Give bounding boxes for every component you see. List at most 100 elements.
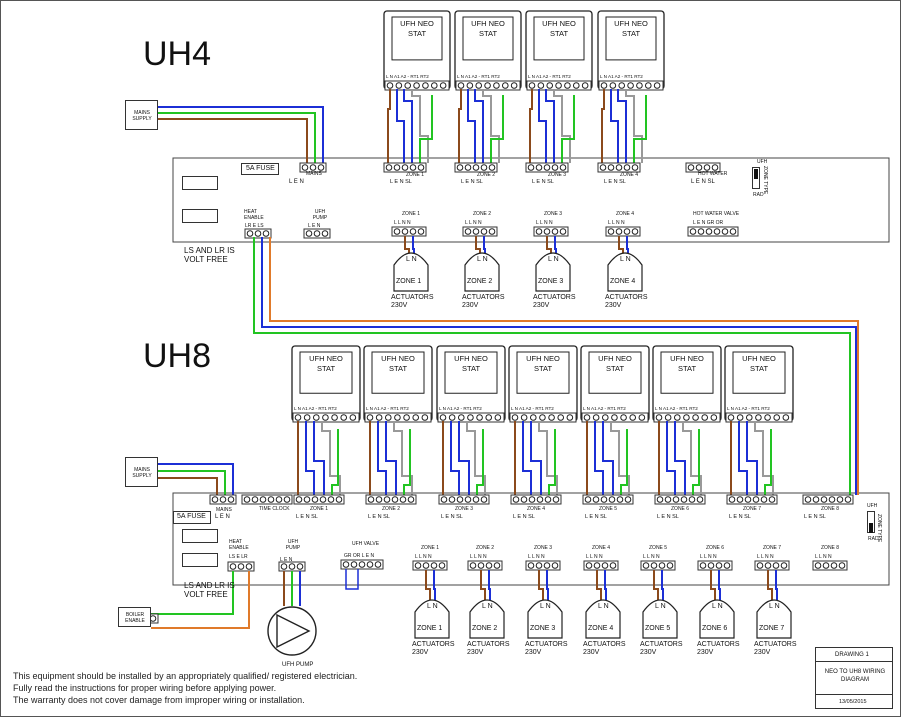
uh8-zone5-actuator-label: ACTUATORS 230V	[640, 641, 683, 656]
uh8-timeclock-terminal-screw	[243, 496, 251, 503]
uh8-zone7-neostat-terminal-screw	[764, 414, 771, 421]
uh8-zone6-neostat-terminal-screw	[701, 414, 709, 421]
uh4-zone2-wire-earth	[490, 95, 504, 163]
uh8-timeclock-label: TIME CLOCK	[259, 506, 290, 512]
uh8-mains-terminal-label: MAINS	[216, 507, 232, 513]
uh4-zone1-zone-terminal-label: ZONE 1	[406, 172, 425, 178]
uh8-zone1-actuator-head	[414, 599, 450, 639]
uh8-zone6-actuator-terminal-screw	[699, 562, 707, 569]
uh8-zone-type-switch[interactable]	[867, 511, 875, 533]
uh8-zone2-actuator-wire-neutral	[488, 570, 491, 601]
uh8-zone6-neostat-pins: L N A1 A2 - RT1 RT2	[655, 406, 698, 411]
uh8-zone6-actuator-ln: L N	[712, 603, 723, 610]
uh8-zone7-zone-terminal-screw	[744, 496, 752, 503]
footer-line-3: The warranty does not cover damage from …	[13, 695, 305, 705]
uh8-zone6-neostat-terminal-screw	[664, 414, 672, 421]
uh8-zone5-wire-neutral	[594, 421, 604, 495]
uh8-zone8-terminal-screw	[828, 496, 836, 503]
uh8-zone2-wire-neutral	[377, 421, 387, 495]
uh8-zone1-neostat-label: UFH NEO STAT	[309, 354, 343, 373]
uh4-hot-water-valve-terminal-screw	[705, 228, 713, 235]
uh8-zone4-neostat-terminal-screw	[557, 414, 565, 421]
uh4-zone1-neostat-terminal-screw	[395, 82, 403, 89]
uh4-zone4-neostat-terminal-screw	[627, 82, 634, 89]
uh4-heat-enable-terminal-screw	[254, 230, 262, 237]
uh8-zone5-actuator-wire-neutral	[661, 570, 664, 601]
uh4-zone3-zone-terminal-screw	[551, 164, 559, 171]
uh4-zone-type-switch[interactable]	[752, 167, 760, 189]
uh8-mains-supply-box: MAINS SUPPLY	[125, 457, 158, 487]
uh8-zone1-neostat-terminal-screw	[331, 414, 338, 421]
uh4-zone3-actuator-terminal	[533, 226, 569, 237]
uh8-zone8-actuator-terminal-screw	[814, 562, 822, 569]
uh4-zone4-wire-switched	[625, 89, 643, 163]
uh4-zone2-actuator-terminal-screw	[472, 228, 480, 235]
uh4-zone3-neostat-pins: L N A1 A2 - RT1 RT2	[528, 74, 571, 79]
uh8-zone3-actuator-terminal	[525, 560, 561, 571]
uh8-heat-enable-terminal-screw	[245, 563, 253, 570]
uh4-zone1-actuator-head	[393, 252, 429, 292]
uh8-zone6-actuator-block-title: ZONE 6	[706, 545, 725, 551]
uh8-timeclock-terminal-screw	[251, 496, 259, 503]
uh4-hot-water-label: HOT WATER	[698, 171, 728, 177]
uh8-zone4-actuator-terminal-screw	[593, 562, 601, 569]
uh8-zone5-neostat-terminal-screw	[592, 414, 600, 421]
uh8-zone4-actuator-block-title: ZONE 4	[592, 545, 611, 551]
uh4-zone4-zone-terminal-screw	[607, 164, 615, 171]
uh8-zone2-neostat-terminal-screw	[412, 414, 420, 421]
uh8-zone8-terminal-screw	[804, 496, 812, 503]
uh8-display-1	[182, 529, 218, 543]
uh8-zone5-actuator-terminal-screw	[666, 562, 674, 569]
uh8-zone8-terminal-screw	[836, 496, 844, 503]
uh8-zone7-neostat-terminal-screw	[736, 414, 744, 421]
uh4-zone4-neostat-terminal-screw	[600, 82, 608, 89]
uh8-zone4-wire-switched	[538, 421, 558, 495]
uh4-ufh-pump-pins: L E N	[308, 223, 321, 229]
uh4-zone1-actuator-block-title: ZONE 1	[402, 211, 421, 217]
uh8-zone5-neostat-terminal-screw	[638, 414, 646, 421]
footer-line-2: Fully read the instructions for proper w…	[13, 683, 277, 693]
uh4-zone4-actuator-ln: L N	[620, 256, 631, 263]
uh4-hot-water-valve-terminal-screw	[697, 228, 705, 235]
uh8-zone5-neostat-terminal-screw	[583, 414, 591, 421]
uh4-zone1-actuator-terminal-screw	[393, 228, 401, 235]
uh8-zone7-actuator-terminal	[754, 560, 790, 571]
uh4-zone3-actuator-head	[535, 252, 571, 292]
uh8-zone4-zone-terminal-screw	[520, 496, 528, 503]
uh8-zone5-actuator-terminal	[640, 560, 676, 571]
uh4-zone1-neostat-terminal-screw	[386, 82, 394, 89]
uh4-zone3-wire-earth	[561, 95, 575, 163]
uh8-zone3-wire-neutral	[450, 421, 460, 495]
uh8-zone7-actuator-terminal-screw	[756, 562, 764, 569]
uh4-zone1-neostat-terminal-screw	[413, 82, 420, 89]
uh4-zone2-actuator-zone: ZONE 2	[467, 278, 493, 285]
uh8-zone7-actuator-terminal-screw	[780, 562, 788, 569]
uh4-zone4-neostat-pins: L N A1 A2 - RT1 RT2	[600, 74, 643, 79]
uh8-zone1-wire-a1	[313, 421, 325, 495]
uh8-zone2-zone-terminal-screw	[367, 496, 375, 503]
uh4-zone4-zone-terminal-screw	[615, 164, 623, 171]
uh8-zone1-actuator-terminal-screw	[438, 562, 446, 569]
uh4-zone1-zone-terminal-screw	[409, 164, 417, 171]
uh4-zone2-neostat-terminal-screw	[466, 82, 474, 89]
uh8-zone6-actuator-wire-neutral	[718, 570, 721, 601]
uh8-zone7-actuator-wire-live	[767, 570, 773, 601]
uh4-ufh-pump-terminal-screw	[305, 230, 313, 237]
uh4-zone4-zone-terminal-pins: L E N SL	[604, 179, 626, 185]
uh4-zone3-neostat-terminal-screw	[564, 82, 571, 89]
uh8-zone1-wire-neutral	[305, 421, 315, 495]
uh4-hot-water-valve-terminal-screw	[713, 228, 721, 235]
uh4-zone3-actuator-block-title: ZONE 3	[544, 211, 563, 217]
uh4-zone4-wire-live	[601, 89, 605, 163]
uh4-zone1-actuator-label: ACTUATORS 230V	[391, 294, 434, 309]
uh4-zone4-actuator-terminal-screw	[615, 228, 623, 235]
uh8-zone5-actuator-terminal-screw	[642, 562, 650, 569]
uh8-zone2-actuator-block-title: ZONE 2	[476, 545, 495, 551]
uh8-zone1-actuator-terminal-screw	[430, 562, 438, 569]
uh8-zone4-neostat-terminal-screw	[511, 414, 519, 421]
uh8-zone3-actuator-zone: ZONE 3	[530, 625, 556, 632]
uh8-zone6-actuator-terminal-screw	[723, 562, 731, 569]
uh4-zone2-wire-switched	[482, 89, 500, 163]
uh8-zone7-actuator-zone: ZONE 7	[759, 625, 785, 632]
